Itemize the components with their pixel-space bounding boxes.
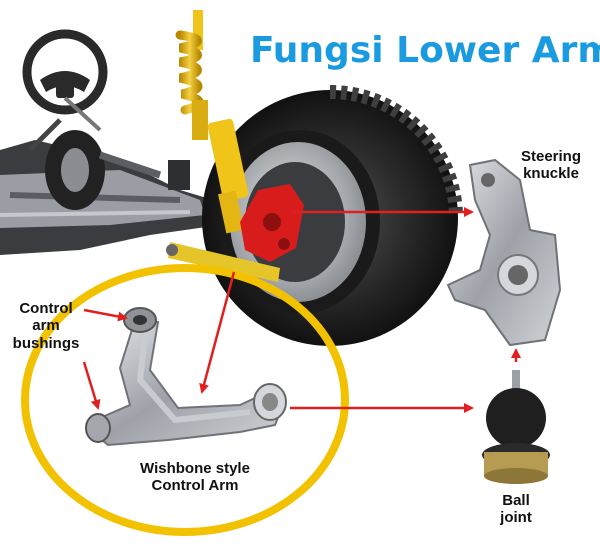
label-ball-joint-line-2: joint xyxy=(500,509,532,527)
ball-joint xyxy=(482,370,550,484)
arrow-link-to-arm xyxy=(199,271,236,394)
highlight-circle xyxy=(21,264,349,536)
lower-arm-link xyxy=(166,242,280,282)
label-wishbone-line-1: Wishbone style xyxy=(140,460,250,477)
label-steering-knuckle-line-1: Steering xyxy=(520,148,581,165)
label-control-arm-bushings: Control arm bushings xyxy=(4,300,88,352)
label-control-arm-bushings-line-1: Control xyxy=(19,300,73,317)
chassis-frame xyxy=(0,118,230,255)
label-steering-knuckle: Steering knuckle xyxy=(508,148,594,183)
label-ball-joint: Ball joint xyxy=(486,492,546,527)
label-steering-knuckle-line-2: knuckle xyxy=(523,165,579,183)
steering-wheel-icon xyxy=(22,29,108,132)
wishbone-control-arm xyxy=(85,307,287,447)
arrow-bushing-top xyxy=(83,308,128,322)
callout-arrows xyxy=(82,207,521,413)
arrow-bushing-bottom xyxy=(82,361,101,410)
label-wishbone-line-2: Control Arm xyxy=(151,477,239,495)
label-wishbone-control-arm: Wishbone style Control Arm xyxy=(120,460,270,495)
label-control-arm-bushings-line-2: arm xyxy=(32,317,60,335)
brake-caliper xyxy=(240,184,304,262)
label-control-arm-bushings-line-3: bushings xyxy=(12,334,80,352)
label-ball-joint-line-1: Ball xyxy=(502,492,530,509)
strut-assembly xyxy=(175,10,249,234)
page-title: Fungsi Lower Arm xyxy=(250,30,600,71)
steering-knuckle xyxy=(446,158,562,347)
